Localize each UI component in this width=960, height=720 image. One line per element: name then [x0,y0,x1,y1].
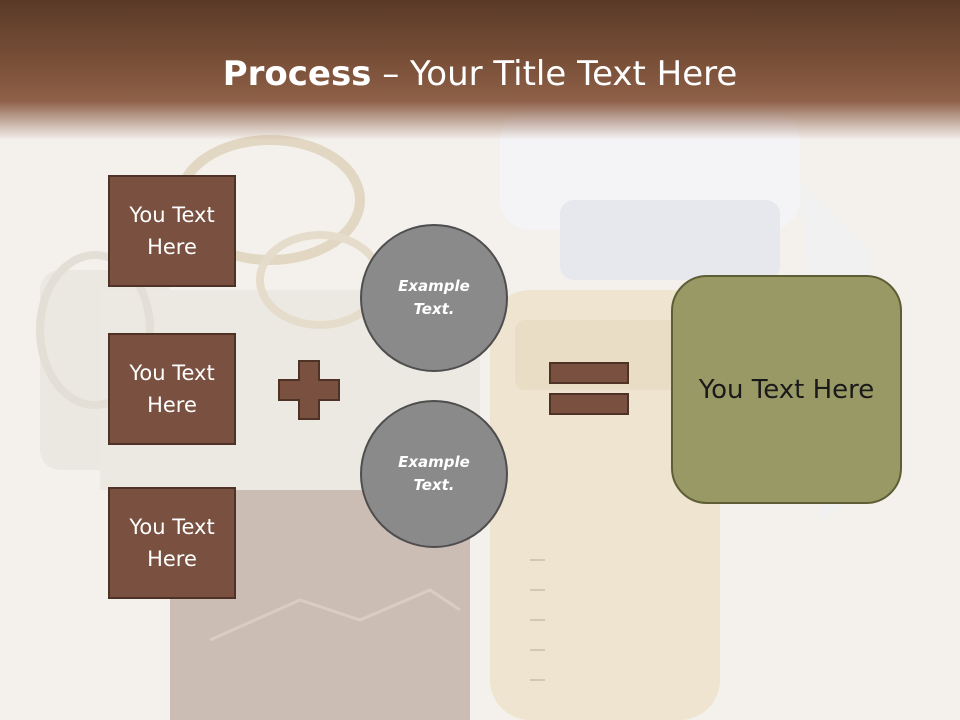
result-box: You Text Here [671,275,902,504]
circle-2: Example Text. [360,400,508,548]
left-box-1-label: You Text Here [129,203,215,259]
header-band [0,0,960,140]
left-box-2: You Text Here [108,333,236,445]
title-rest: – Your Title Text Here [371,54,738,94]
circle-1: Example Text. [360,224,508,372]
result-box-label: You Text Here [698,374,875,405]
left-box-3-label: You Text Here [129,515,215,571]
title-bold: Process [222,54,372,94]
left-box-3: You Text Here [108,487,236,599]
left-box-1: You Text Here [108,175,236,287]
plus-icon [278,360,340,420]
slide-title: Process – Your Title Text Here [0,50,960,98]
equals-icon [549,362,629,415]
left-box-2-label: You Text Here [129,361,215,417]
circle-2-label: Example Text. [398,453,470,494]
circle-1-label: Example Text. [398,277,470,318]
